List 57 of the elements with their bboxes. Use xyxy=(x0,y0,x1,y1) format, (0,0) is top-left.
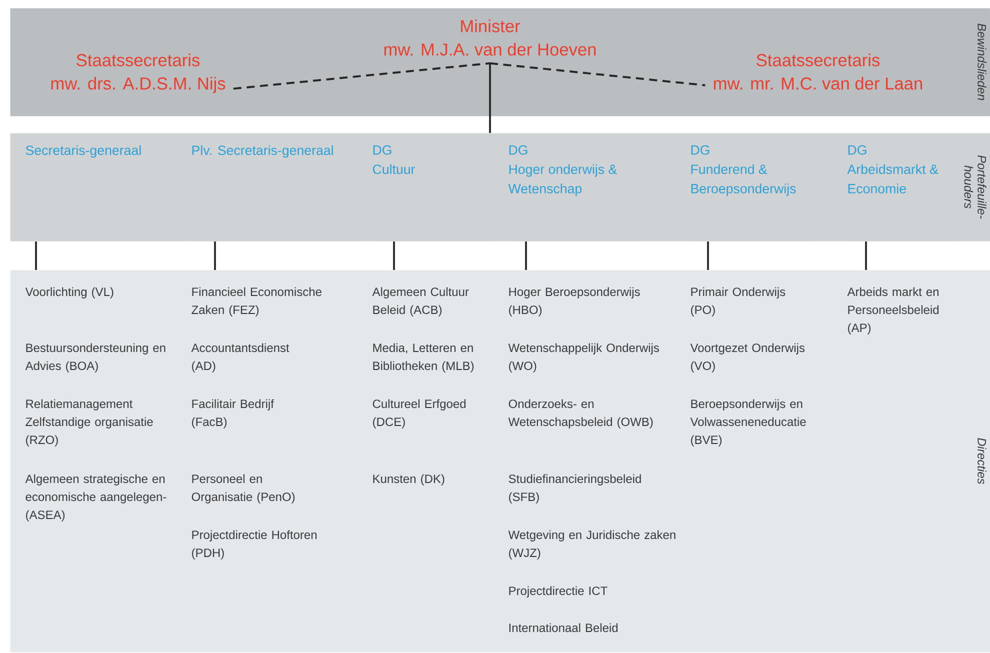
portfolio-holder: Secretaris-generaal xyxy=(25,145,186,242)
directorate: Algemeen Cultuur Beleid (ACB) xyxy=(372,287,469,316)
band xyxy=(10,8,990,116)
directorate: Kunsten (DK) xyxy=(373,474,444,486)
band-label: Bewindslieden xyxy=(978,24,986,100)
directorate: Bestuursondersteuning en Advies (BOA) xyxy=(25,343,166,372)
directorate: Wetgeving en Juridische zaken (WJZ) xyxy=(508,530,676,560)
directorate: Projectdirectie ICT xyxy=(509,586,608,598)
connector xyxy=(393,242,395,270)
directorate: Financieel Economische Zaken (FEZ) xyxy=(192,287,322,316)
connector xyxy=(214,242,216,270)
directorate: Studiefinancieringsbeleid (SFB) xyxy=(508,474,641,504)
person-title: Staatssecretaris mw. mr. M.C. van der Laan xyxy=(714,54,922,90)
node-label: DG xyxy=(691,145,710,155)
node-label: Funderend & Beroepsonderwijs xyxy=(691,164,796,196)
portfolio-holder: DG Funderend & Beroepsonderwijs xyxy=(690,145,816,242)
directorate: Media, Letteren en Bibliotheken (MLB) xyxy=(373,343,474,372)
node-label: Arbeidsmarkt & Economie xyxy=(847,164,938,194)
directorate: Onderzoeks- en Wetenschapsbeleid (OWB) xyxy=(508,399,653,428)
connector xyxy=(865,242,867,270)
node-label: DG xyxy=(848,145,866,155)
directorate: Projectdirectie Hoftoren (PDH) xyxy=(192,530,317,560)
person-title: Minister mw. M.J.A. van der Hoeven xyxy=(384,20,596,56)
person-title: Staatssecretaris mw. drs. A.D.S.M. Nijs xyxy=(51,54,226,94)
portfolio-holder: DG Arbeidsmarkt & Economie xyxy=(847,145,960,242)
directorate: Voorlichting (VL) xyxy=(25,287,114,298)
connector xyxy=(707,242,709,270)
band-label: Directies xyxy=(978,438,986,484)
node-label: Cultuur xyxy=(372,164,416,174)
connector xyxy=(489,63,491,133)
directorate: Primair Onderwijs (PO) xyxy=(691,287,786,316)
node-label: Plv. Secretaris-generaal xyxy=(192,145,333,158)
node-label: DG xyxy=(509,145,528,155)
connector xyxy=(233,62,490,90)
connector xyxy=(35,242,37,270)
portfolio-holder: DG Cultuur xyxy=(372,145,492,242)
directorate: Wetenschappelijk Onderwijs (WO) xyxy=(508,343,659,372)
directorate: Personeel en Organisatie (PenO) xyxy=(192,474,295,504)
directorate: Beroepsonderwijs en Volwasseneneducatie (BVE) xyxy=(690,399,806,446)
band xyxy=(10,270,990,652)
directorate: Voortgezet Onderwijs (VO) xyxy=(690,343,805,372)
portfolio-holder: DG Hoger onderwijs & Wetenschap xyxy=(508,145,644,242)
connector xyxy=(490,62,706,86)
portfolio-holder: Plv. Secretaris-generaal xyxy=(191,145,362,242)
directorate: Facilitair Bedrijf (FacB) xyxy=(192,399,274,428)
directorate: Cultureel Erfgoed (DCE) xyxy=(372,399,466,428)
directorate: Internationaal Beleid xyxy=(509,623,618,632)
connector xyxy=(525,242,527,270)
band-label: Portefeuille-houders xyxy=(964,155,986,219)
node-label: Secretaris-generaal xyxy=(26,145,141,158)
node-label: Hoger onderwijs & Wetenschap xyxy=(508,164,617,196)
directorate: Arbeids markt en Personeelsbeleid (AP) xyxy=(847,287,939,334)
directorate: Accountantsdienst (AD) xyxy=(191,343,290,372)
directorate: Hoger Beroepsonderwijs (HBO) xyxy=(509,287,640,316)
directorate: Relatiemanagement Zelfstandige organisatie (RZO) xyxy=(26,399,153,446)
directorate: Algemeen strategische en economische aangelegen- (ASEA) xyxy=(25,474,166,522)
node-label: DG xyxy=(373,145,392,155)
